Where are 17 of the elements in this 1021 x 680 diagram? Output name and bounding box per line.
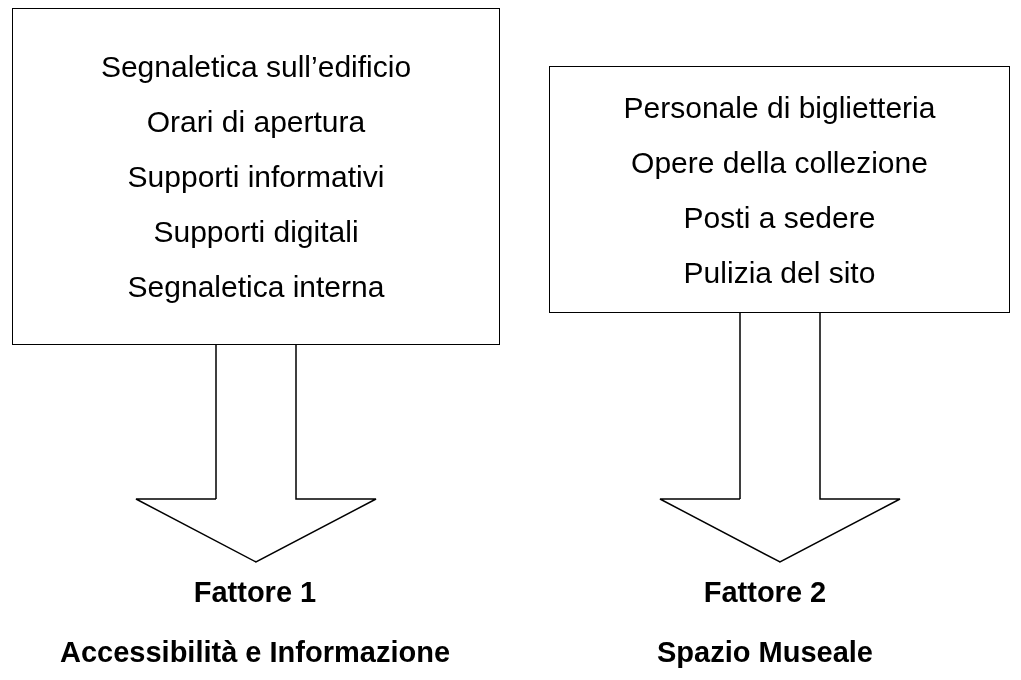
list-item: Supporti informativi — [127, 159, 385, 195]
factor-name: Accessibilità e Informazione — [60, 635, 450, 670]
block-arrow — [135, 344, 377, 563]
block-arrow — [659, 312, 901, 563]
list-item: Opere della collezione — [631, 144, 928, 181]
list-item: Segnaletica interna — [127, 269, 385, 305]
list-item: Orari di apertura — [146, 104, 366, 140]
list-item: Segnaletica sull’edificio — [100, 49, 412, 85]
list-item: Pulizia del sito — [683, 254, 876, 291]
list-item: Personale di biglietteria — [623, 89, 936, 126]
list-item: Posti a sedere — [683, 199, 876, 236]
list-item: Supporti digitali — [153, 214, 359, 250]
factor-title: Fattore 1 — [193, 575, 317, 610]
factor-title: Fattore 2 — [703, 575, 827, 610]
factor-name: Spazio Museale — [657, 635, 873, 670]
list-box — [12, 8, 500, 345]
list-box — [549, 66, 1010, 313]
